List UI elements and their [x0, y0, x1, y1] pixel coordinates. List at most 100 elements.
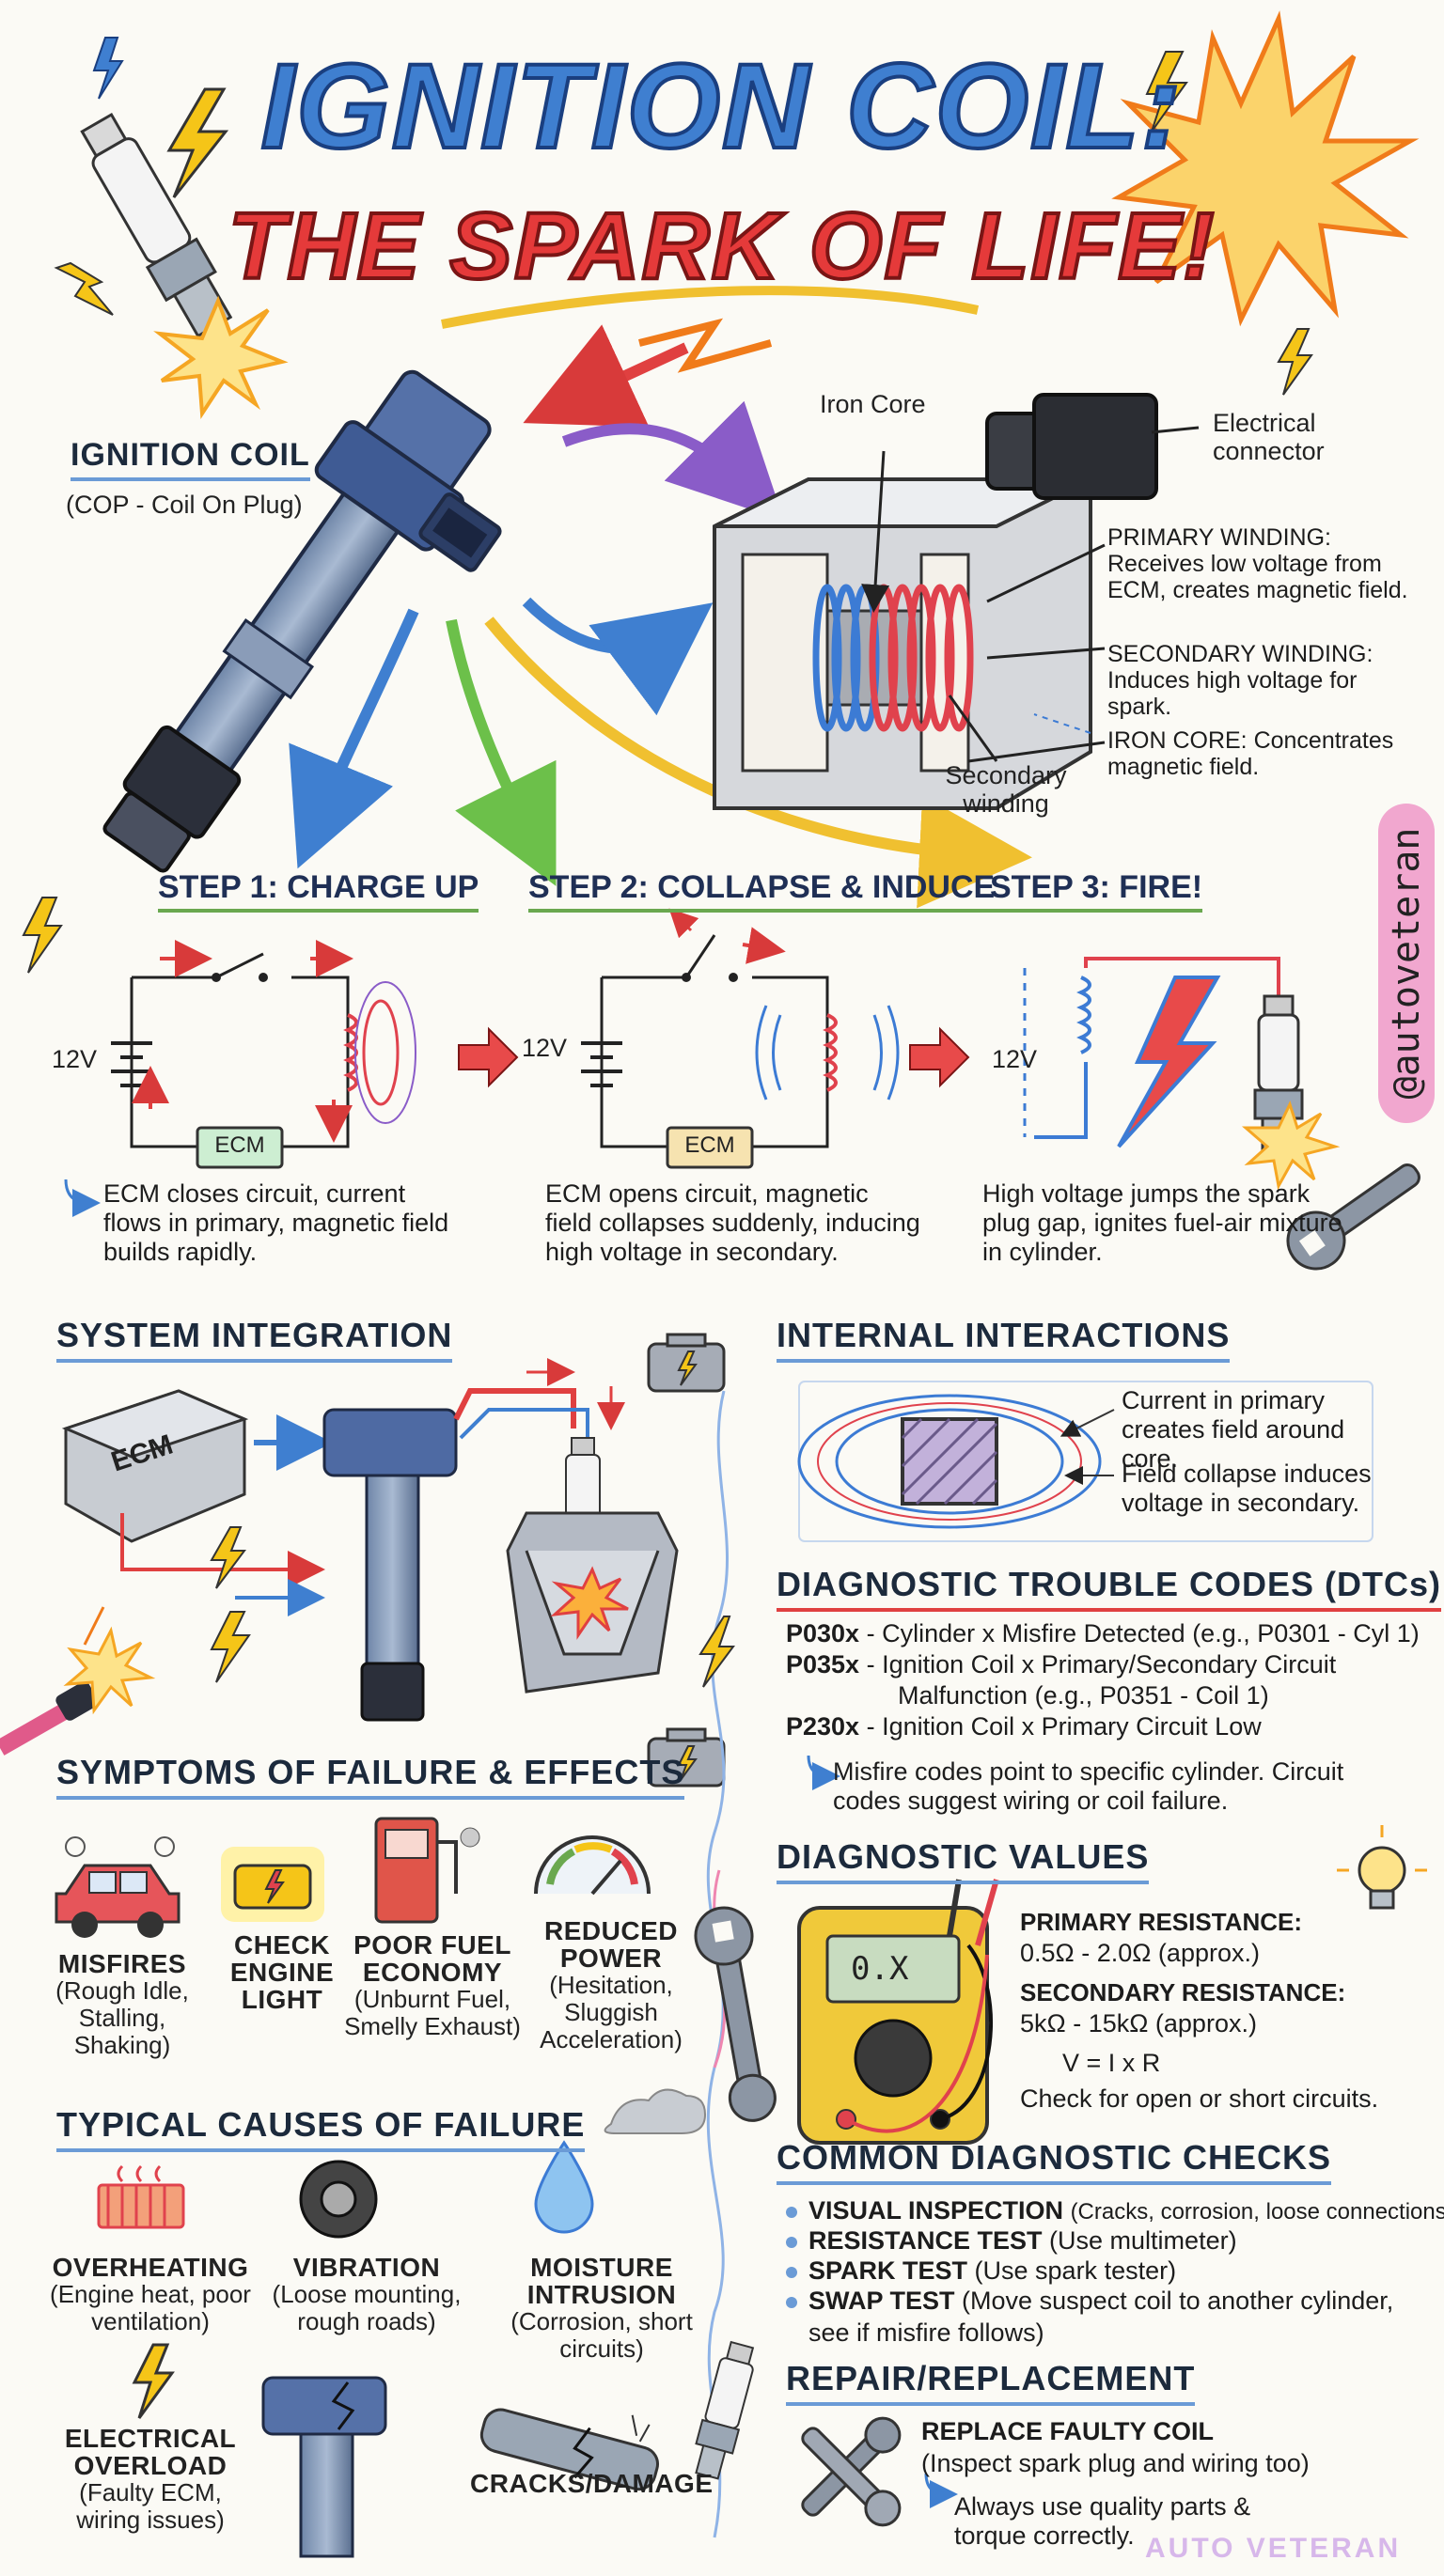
dtc-row: P230x - Ignition Coil x Primary Circuit …	[786, 1711, 1262, 1742]
repair-line-1: REPLACE FAULTY COIL	[921, 2417, 1215, 2445]
coil-subtitle: (COP - Coil On Plug)	[66, 491, 303, 519]
step1-desc: ECM closes circuit, current flows in pri…	[103, 1179, 449, 1266]
symptom-title: MISFIRES	[57, 1949, 187, 1978]
gauge-icon	[534, 1835, 651, 1896]
step2-voltage: 12V	[522, 1034, 568, 1062]
symptom-desc: (Unburnt Fuel, Smelly Exhaust)	[344, 1985, 521, 2040]
check-title: VISUAL INSPECTION	[808, 2196, 1064, 2225]
primary-resistance-value: 0.5Ω - 2.0Ω (approx.)	[1020, 1939, 1260, 1967]
cause-title: CRACKS/DAMAGE	[470, 2469, 714, 2498]
symptom-title: REDUCED POWER	[544, 1916, 678, 1973]
heat-icon	[97, 2164, 185, 2229]
coil-cutaway-illustration	[713, 393, 1158, 810]
symptom-desc: (Hesitation, Sluggish Acceleration)	[540, 1971, 683, 2053]
cause-desc: (Corrosion, short circuits)	[510, 2307, 693, 2363]
dtc-code: P230x	[786, 1712, 860, 1741]
check-item: VISUAL INSPECTION (Cracks, corrosion, lo…	[786, 2194, 1444, 2228]
ohms-law-formula: V = I x R	[1062, 2049, 1161, 2077]
coil-heading: IGNITION COIL	[71, 437, 310, 481]
cause-title: OVERHEATING	[52, 2253, 249, 2282]
internal-line-2: Field collapse induces voltage in second…	[1122, 1460, 1372, 1517]
secondary-winding-label: Secondary winding	[945, 761, 1067, 818]
cause-title: ELECTRICAL OVERLOAD	[64, 2424, 237, 2480]
check-engine-icon	[221, 1847, 324, 1922]
check-title: SPARK TEST	[808, 2256, 968, 2285]
dtc-desc: - Ignition Coil x Primary/Secondary Circ…	[866, 1650, 1337, 1678]
handle-tag: @autoveteran	[1378, 804, 1435, 1123]
cracked-tube-icon	[479, 2408, 659, 2491]
step1-title: STEP 1: CHARGE UP	[158, 869, 479, 913]
dtc-row: P035x - Ignition Coil x Primary/Secondar…	[786, 1649, 1336, 1680]
lightbulb-icon	[1337, 1825, 1427, 1910]
dtc-desc: - Cylinder x Misfire Detected (e.g., P03…	[866, 1619, 1420, 1647]
dtc-row: P030x - Cylinder x Misfire Detected (e.g…	[786, 1618, 1420, 1649]
cause-desc: (Engine heat, poor ventilation)	[50, 2280, 251, 2335]
tire-icon	[299, 2160, 378, 2239]
internal-line-1: Current in primary creates field around …	[1122, 1386, 1345, 1473]
dtc-heading: DIAGNOSTIC TROUBLE CODES (DTCs)	[777, 1565, 1442, 1612]
title-line-1: IGNITION COIL:	[259, 38, 1184, 176]
repair-note: Always use quality parts & torque correc…	[954, 2492, 1251, 2550]
check-item: RESISTANCE TEST (Use multimeter)	[786, 2225, 1435, 2256]
lightning-icon	[166, 87, 229, 198]
symptoms-heading: SYMPTOMS OF FAILURE & EFFECTS	[56, 1753, 685, 1800]
internal-interactions-diagram	[797, 1381, 1373, 1542]
iron-core-label: Iron Core	[820, 390, 926, 418]
cause-title: MOISTURE INTRUSION	[526, 2253, 677, 2309]
dtc-code: P030x	[786, 1619, 860, 1647]
lightning-icon	[92, 37, 124, 100]
step1-circuit	[111, 940, 416, 1169]
check-item: SPARK TEST (Use spark tester)	[786, 2255, 1435, 2287]
check-desc: (Use multimeter)	[1049, 2226, 1237, 2255]
check-desc: (Cracks, corrosion, loose connections)	[1070, 2199, 1444, 2225]
primary-resistance-title: PRIMARY RESISTANCE:	[1020, 1908, 1302, 1936]
symptom-misfires: MISFIRES (Rough Idle, Stalling, Shaking)	[38, 1950, 207, 2059]
cause-vibration: VIBRATION (Loose mounting, rough roads)	[254, 2254, 479, 2335]
cause-desc: (Faulty ECM, wiring issues)	[76, 2478, 225, 2534]
check-desc: (Use spark tester)	[974, 2256, 1177, 2285]
lightning-icon	[54, 261, 114, 316]
title-line-2: THE SPARK OF LIFE!	[227, 192, 1216, 301]
step3-voltage: 12V	[992, 1045, 1038, 1073]
fuel-pump-icon	[374, 1817, 480, 1924]
step2-circuit	[581, 908, 900, 1169]
step3-title: STEP 3: FIRE!	[990, 869, 1203, 913]
dtc-note: Misfire codes point to specific cylinder…	[833, 1757, 1344, 1815]
symptom-desc: (Rough Idle, Stalling, Shaking)	[55, 1976, 189, 2059]
check-desc: (Move suspect coil to another cylinder, …	[808, 2287, 1394, 2347]
multimeter-icon	[797, 1879, 999, 2145]
lightning-icon	[132, 2343, 175, 2419]
causes-heading: TYPICAL CAUSES OF FAILURE	[56, 2105, 586, 2152]
internal-interactions-heading: INTERNAL INTERACTIONS	[777, 1316, 1231, 1363]
step2-desc: ECM opens circuit, magnetic field collap…	[545, 1179, 920, 1266]
dtc-row-continued: Malfunction (e.g., P0351 - Coil 1)	[898, 1681, 1269, 1710]
spark-plug-icon	[695, 2340, 755, 2480]
cause-overheating: OVERHEATING (Engine heat, poor ventilati…	[38, 2254, 263, 2335]
watermark: AUTO VETERAN	[1145, 2533, 1402, 2564]
values-note: Check for open or short circuits.	[1020, 2084, 1379, 2113]
step3-circuit	[1023, 957, 1341, 1191]
dtc-code: P035x	[786, 1650, 860, 1678]
connector-label: Electrical connector	[1213, 409, 1325, 465]
step2-title: STEP 2: COLLAPSE & INDUCE	[528, 869, 996, 913]
tools-icon	[801, 2416, 902, 2527]
step1-voltage: 12V	[52, 1045, 98, 1073]
system-integration-illustration	[61, 1358, 679, 1722]
broken-coil-icon	[261, 2376, 387, 2558]
secondary-winding-desc: SECONDARY WINDING: Induces high voltage …	[1107, 641, 1373, 720]
symptom-poor-fuel: POOR FUEL ECONOMY (Unburnt Fuel, Smelly …	[338, 1931, 526, 2040]
handle-text: @autoveteran	[1385, 827, 1428, 1100]
symptom-title: CHECK ENGINE LIGHT	[229, 1930, 335, 2014]
diagnostic-checks-heading: COMMON DIAGNOSTIC CHECKS	[777, 2138, 1331, 2185]
cause-cracks: CRACKS/DAMAGE	[470, 2469, 714, 2498]
water-drop-icon	[534, 2088, 707, 2234]
step2-ecm: ECM	[684, 1132, 735, 1158]
dtc-desc: - Ignition Coil x Primary Circuit Low	[866, 1712, 1262, 1741]
car-icon	[55, 1836, 180, 1938]
meter-display: 0.X	[851, 1950, 909, 1988]
diagnostic-values-heading: DIAGNOSTIC VALUES	[777, 1837, 1150, 1884]
check-title: SWAP TEST	[808, 2287, 955, 2315]
symptom-check-engine: CHECK ENGINE LIGHT	[202, 1931, 362, 2013]
system-integration-heading: SYSTEM INTEGRATION	[56, 1316, 453, 1363]
check-engine-icon	[647, 1333, 726, 1393]
